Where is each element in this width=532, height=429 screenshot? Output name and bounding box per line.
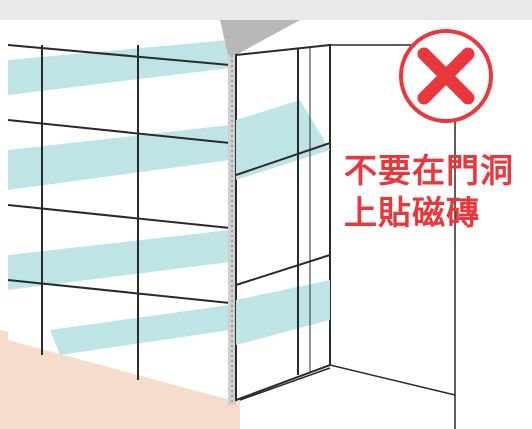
caption-line-2: 上貼磁磚: [344, 193, 480, 232]
ceiling-edge: [220, 20, 300, 55]
caption-line-1: 不要在門洞: [344, 151, 514, 190]
warning-caption: 不要在門洞 上貼磁磚: [344, 150, 514, 234]
doorway-floor: [240, 372, 455, 429]
cross-mark-icon: [399, 29, 493, 123]
doorway-return-tiles: [235, 43, 331, 402]
top-strip: [0, 0, 532, 20]
wall-tiles: [7, 40, 231, 402]
